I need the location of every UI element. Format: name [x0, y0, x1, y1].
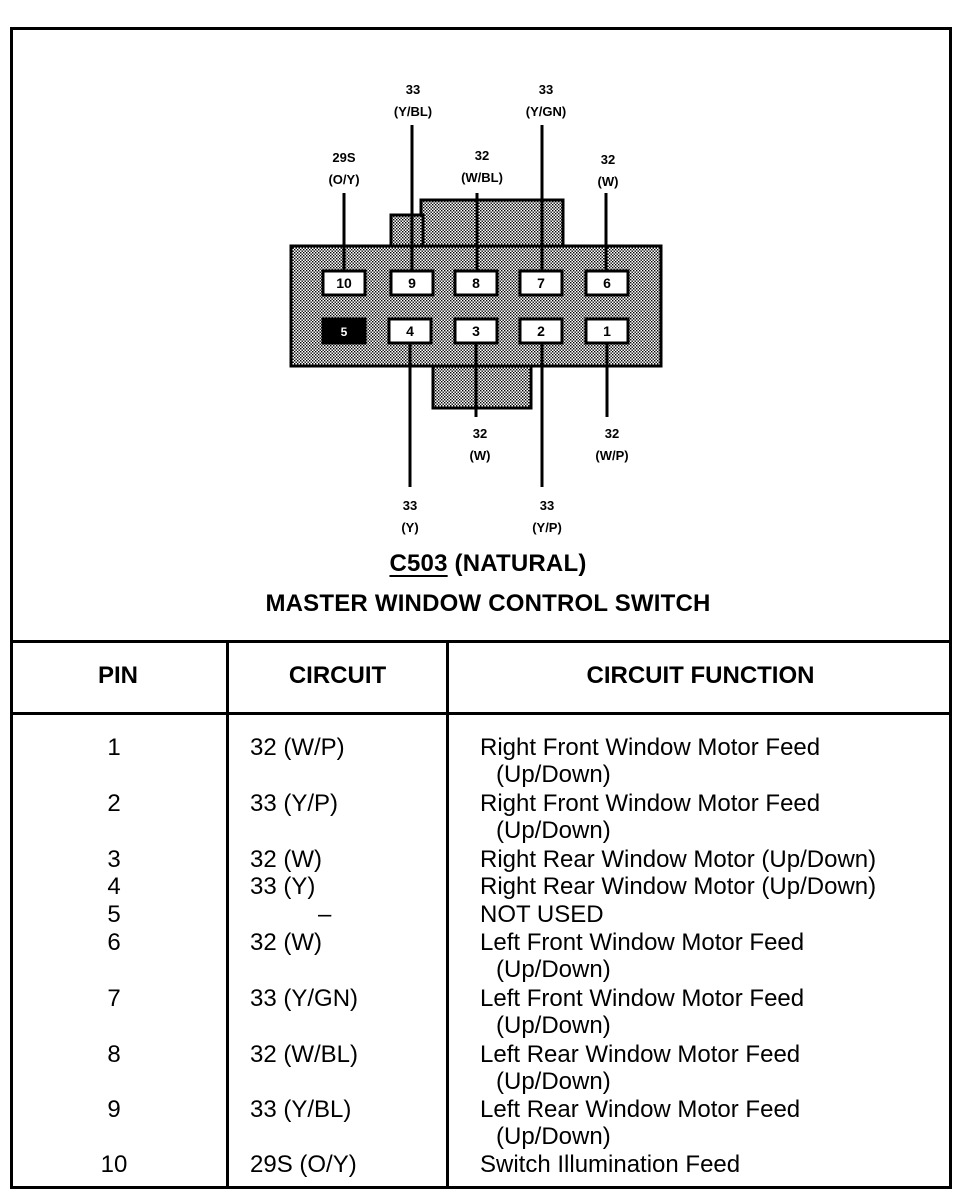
row-9-function: Left Rear Window Motor Feed(Up/Down) [480, 1096, 800, 1150]
wire-label-pin6-color: (W) [598, 174, 619, 189]
wire-label-pin8-circuit: 32 [475, 148, 489, 163]
wire-labels: 29S (O/Y) 33 (Y/BL) 32 (W/BL) 33 (Y/GN) … [328, 82, 628, 535]
row-9-circuit: 33 (Y/BL) [250, 1096, 352, 1123]
wire-label-pin10-color: (O/Y) [328, 172, 359, 187]
row-4-function: Right Rear Window Motor (Up/Down) [480, 873, 877, 900]
cavity-pin5 [321, 317, 367, 345]
row-2-pin: 2 [107, 790, 121, 817]
cavity-pin1 [584, 317, 630, 345]
cavity-pin10 [321, 269, 367, 297]
pin-number-2: 2 [537, 323, 545, 339]
header-pin: PIN [97, 662, 138, 689]
wire-label-pin1-circuit: 32 [605, 426, 619, 441]
pin-number-1: 1 [603, 323, 611, 339]
pin-number-3: 3 [472, 323, 480, 339]
wires [342, 125, 609, 487]
row-6-function-cont: (Up/Down) [496, 956, 611, 983]
header-circuit: CIRCUIT [288, 662, 387, 689]
wire-label-pin10-circuit: 29S [332, 150, 355, 165]
connector-diagram: 10 9 8 7 6 5 4 3 2 1 29S (O/Y) 33 (Y/BL)… [289, 82, 663, 535]
row-10-circuit: 29S (O/Y) [250, 1151, 357, 1178]
wire-label-pin6-circuit: 32 [601, 152, 615, 167]
cavity-pin4 [387, 317, 433, 345]
wire-label-pin8-color: (W/BL) [461, 170, 503, 185]
row-8-pin: 8 [107, 1041, 121, 1068]
wire-label-pin2-circuit: 33 [540, 498, 554, 513]
pin-cavities [321, 269, 630, 345]
row-1-pin: 1 [107, 734, 121, 761]
table-divider-2 [446, 640, 449, 1189]
row-8-function-text: Left Rear Window Motor Feed [480, 1041, 801, 1068]
switch-name: MASTER WINDOW CONTROL SWITCH [265, 590, 711, 617]
row-9-function-text: Left Rear Window Motor Feed [480, 1096, 801, 1123]
pin-number-9: 9 [408, 275, 416, 291]
wire-label-pin7-circuit: 33 [539, 82, 553, 97]
wire-label-pin4-color: (Y) [401, 520, 418, 535]
cavity-pin9 [389, 269, 435, 297]
wire-label-pin3-circuit: 32 [473, 426, 487, 441]
wire-label-pin9-color: (Y/BL) [394, 104, 432, 119]
cavity-pin7 [518, 269, 564, 297]
pin-number-8: 8 [472, 275, 480, 291]
header-circuit-function: CIRCUIT FUNCTION [586, 662, 815, 689]
pin-number-10: 10 [336, 275, 352, 291]
connector-color: (NATURAL) [454, 550, 587, 577]
wire-label-pin2-color: (Y/P) [532, 520, 562, 535]
connector-code: C503 [389, 550, 448, 577]
wire-label-pin1-color: (W/P) [595, 448, 628, 463]
row-9-function-cont: (Up/Down) [496, 1123, 611, 1150]
table-header-border [10, 712, 952, 715]
row-4-circuit: 33 (Y) [250, 873, 316, 900]
wire-label-pin9-circuit: 33 [406, 82, 420, 97]
row-3-function: Right Rear Window Motor (Up/Down) [480, 846, 877, 873]
table-top-border [10, 640, 952, 643]
cavity-pin3 [453, 317, 499, 345]
wire-label-pin3-color: (W) [470, 448, 491, 463]
diagram-frame [10, 27, 952, 1189]
cavity-pin2 [518, 317, 564, 345]
row-1-function-text: Right Front Window Motor Feed [480, 734, 821, 761]
row-6-function: Left Front Window Motor Feed(Up/Down) [480, 929, 804, 983]
cavity-pin6 [584, 269, 630, 297]
row-3-circuit: 32 (W) [250, 846, 322, 873]
pin-number-7: 7 [537, 275, 545, 291]
wire-label-pin4-circuit: 33 [403, 498, 417, 513]
row-1-function: Right Front Window Motor Feed(Up/Down) [480, 734, 820, 788]
row-4-pin: 4 [107, 873, 121, 900]
row-10-pin: 10 [100, 1151, 128, 1178]
pin-number-5: 5 [341, 325, 348, 339]
wire-label-pin7-color: (Y/GN) [526, 104, 566, 119]
row-7-circuit: 33 (Y/GN) [250, 985, 359, 1012]
row-7-function-cont: (Up/Down) [496, 1012, 611, 1039]
row-5-circuit: – [318, 901, 332, 928]
housing-bottom-tab [431, 360, 533, 410]
row-2-circuit: 33 (Y/P) [250, 790, 339, 817]
table-divider-1 [226, 640, 229, 1189]
row-1-circuit: 32 (W/P) [250, 734, 345, 761]
row-5-pin: 5 [107, 901, 121, 928]
cavity-pin8 [453, 269, 499, 297]
row-10-function: Switch Illumination Feed [480, 1151, 741, 1178]
row-7-pin: 7 [107, 985, 121, 1012]
row-2-function-text: Right Front Window Motor Feed [480, 790, 821, 817]
row-5-function: NOT USED [480, 901, 604, 928]
pin-number-4: 4 [406, 323, 414, 339]
row-2-function-cont: (Up/Down) [496, 817, 611, 844]
row-1-function-cont: (Up/Down) [496, 761, 611, 788]
pin-numbers: 10 9 8 7 6 5 4 3 2 1 [336, 275, 611, 339]
connector-title: C503 (NATURAL) [0, 550, 976, 578]
row-7-function-text: Left Front Window Motor Feed [480, 985, 805, 1012]
row-8-function: Left Rear Window Motor Feed(Up/Down) [480, 1041, 800, 1095]
row-2-function: Right Front Window Motor Feed(Up/Down) [480, 790, 820, 844]
row-9-pin: 9 [107, 1096, 121, 1123]
row-8-function-cont: (Up/Down) [496, 1068, 611, 1095]
row-6-function-text: Left Front Window Motor Feed [480, 929, 805, 956]
pin-number-6: 6 [603, 275, 611, 291]
row-6-circuit: 32 (W) [250, 929, 322, 956]
row-3-pin: 3 [107, 846, 121, 873]
row-6-pin: 6 [107, 929, 121, 956]
row-8-circuit: 32 (W/BL) [250, 1041, 359, 1068]
row-7-function: Left Front Window Motor Feed(Up/Down) [480, 985, 804, 1039]
